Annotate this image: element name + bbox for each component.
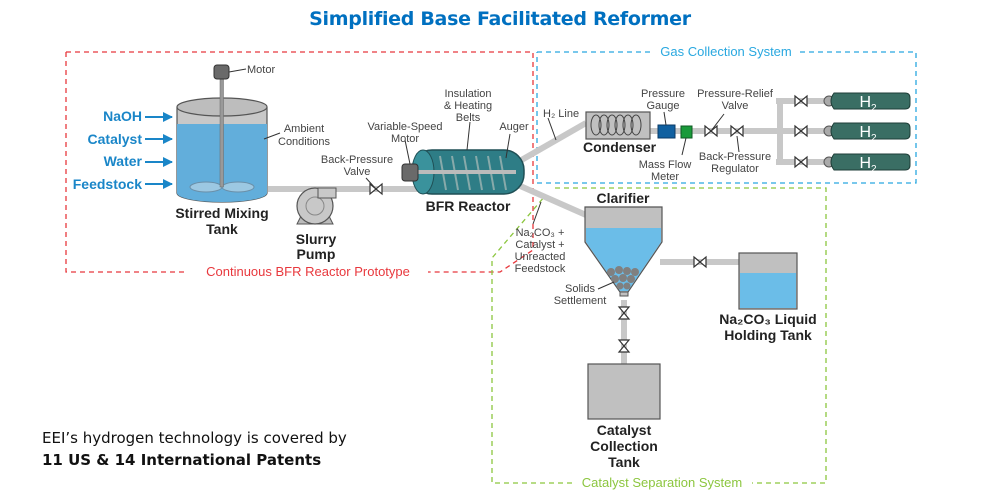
pressure-gauge-label-1: Pressure — [641, 88, 685, 100]
pressure-relief-valve: Pressure-Relief Valve — [697, 88, 774, 138]
input-label-naoh: NaOH — [103, 108, 142, 124]
reactor-system-boundary: Continuous BFR Reactor Prototype — [65, 51, 534, 279]
reactor-system-label: Continuous BFR Reactor Prototype — [206, 264, 410, 279]
slurry-label-2: Catalyst + — [515, 239, 564, 251]
h2-cylinder: H2 — [794, 92, 911, 114]
back-pressure-regulator: Back-Pressure Regulator — [699, 124, 771, 175]
bpv-label-2: Valve — [344, 166, 371, 178]
slurry-annotation: Na₂CO₃ + Catalyst + Unreacted Feedstock — [515, 201, 566, 275]
h2-cylinder: H2 — [794, 122, 911, 144]
bfr-reactor-label: BFR Reactor — [426, 198, 511, 214]
slurry-pump-label-2: Pump — [297, 246, 336, 262]
gas-system-boundary: Gas Collection System — [536, 44, 917, 184]
solids-label-1: Solids — [565, 283, 595, 295]
prv-label-2: Valve — [722, 100, 749, 112]
h2-cylinder: H2 — [794, 153, 911, 175]
back-pressure-valve: Back-Pressure Valve — [321, 154, 393, 196]
catalyst-drain-valve-upper — [617, 306, 631, 320]
bpr-label-2: Regulator — [711, 163, 759, 175]
variable-speed-motor-icon — [401, 163, 419, 182]
pressure-gauge-label-2: Gauge — [646, 100, 679, 112]
clarifier: Clarifier Solids Settlement — [554, 190, 663, 307]
auger-label: Auger — [499, 121, 529, 133]
clarifier-outlet-valve — [693, 255, 707, 269]
mass-flow-label-1: Mass Flow — [639, 159, 692, 171]
gas-system-label: Gas Collection System — [660, 44, 792, 59]
stirred-mixing-tank: Motor Ambient Conditions Stirred Mixing … — [175, 64, 330, 237]
clarifier-label: Clarifier — [597, 190, 650, 206]
holding-tank-label-2: Holding Tank — [724, 327, 812, 343]
patent-line-1: EEI’s hydrogen technology is covered by — [42, 429, 347, 447]
page-title: Simplified Base Facilitated Reformer — [309, 8, 691, 30]
catalyst-collection-tank: Catalyst Collection Tank — [587, 363, 661, 470]
insulation-label-3: Belts — [456, 112, 481, 124]
slurry-label-4: Feedstock — [515, 263, 566, 275]
prv-label-1: Pressure-Relief — [697, 88, 774, 100]
h2-cylinders: H2 H2 H2 — [794, 92, 911, 175]
input-label-catalyst: Catalyst — [88, 131, 143, 147]
insulation-label-2: & Heating — [444, 100, 492, 112]
solids-label-2: Settlement — [554, 295, 607, 307]
separation-system-label: Catalyst Separation System — [582, 475, 742, 490]
bpr-label-1: Back-Pressure — [699, 151, 771, 163]
catalyst-tank-label-3: Tank — [608, 454, 640, 470]
holding-tank-label-1: Na₂CO₃ Liquid — [719, 311, 816, 327]
catalyst-tank-label-2: Collection — [590, 438, 658, 454]
condenser-label: Condenser — [583, 139, 657, 155]
ambient-label-2: Conditions — [278, 136, 330, 148]
motor-icon — [213, 64, 230, 80]
input-label-water: Water — [104, 153, 143, 169]
slurry-pump-label-1: Slurry — [296, 231, 337, 247]
slurry-label-1: Na₂CO₃ + — [516, 227, 565, 239]
slurry-label-3: Unreacted — [515, 251, 566, 263]
input-arrows: NaOH Catalyst Water Feedstock — [73, 108, 173, 192]
catalyst-tank-label-1: Catalyst — [597, 422, 652, 438]
catalyst-drain-valve-lower — [617, 339, 631, 353]
condenser: H₂ Line Condenser — [543, 108, 657, 155]
h2-line-label: H₂ Line — [543, 108, 579, 120]
na2co3-holding-tank: Na₂CO₃ Liquid Holding Tank — [719, 252, 817, 343]
vsm-label-1: Variable-Speed — [367, 121, 442, 133]
mixing-tank-label-2: Tank — [206, 221, 238, 237]
slurry-pump: Slurry Pump — [296, 187, 337, 262]
patent-line-2: 11 US & 14 International Patents — [42, 451, 322, 469]
mass-flow-meter: Mass Flow Meter — [639, 125, 693, 183]
vsm-label-2: Motor — [391, 133, 419, 145]
bpv-label-1: Back-Pressure — [321, 154, 393, 166]
patent-note: EEI’s hydrogen technology is covered by … — [42, 427, 347, 471]
ambient-label-1: Ambient — [284, 123, 324, 135]
insulation-label-1: Insulation — [444, 88, 491, 100]
separation-system-boundary: Catalyst Separation System — [491, 187, 827, 490]
motor-label: Motor — [247, 64, 275, 76]
bfr-reactor: Variable-Speed Motor Insulation & Heatin… — [367, 88, 529, 214]
mixing-tank-label-1: Stirred Mixing — [175, 205, 268, 221]
pressure-gauge: Pressure Gauge — [641, 88, 685, 139]
input-label-feedstock: Feedstock — [73, 176, 142, 192]
mass-flow-label-2: Meter — [651, 171, 679, 183]
